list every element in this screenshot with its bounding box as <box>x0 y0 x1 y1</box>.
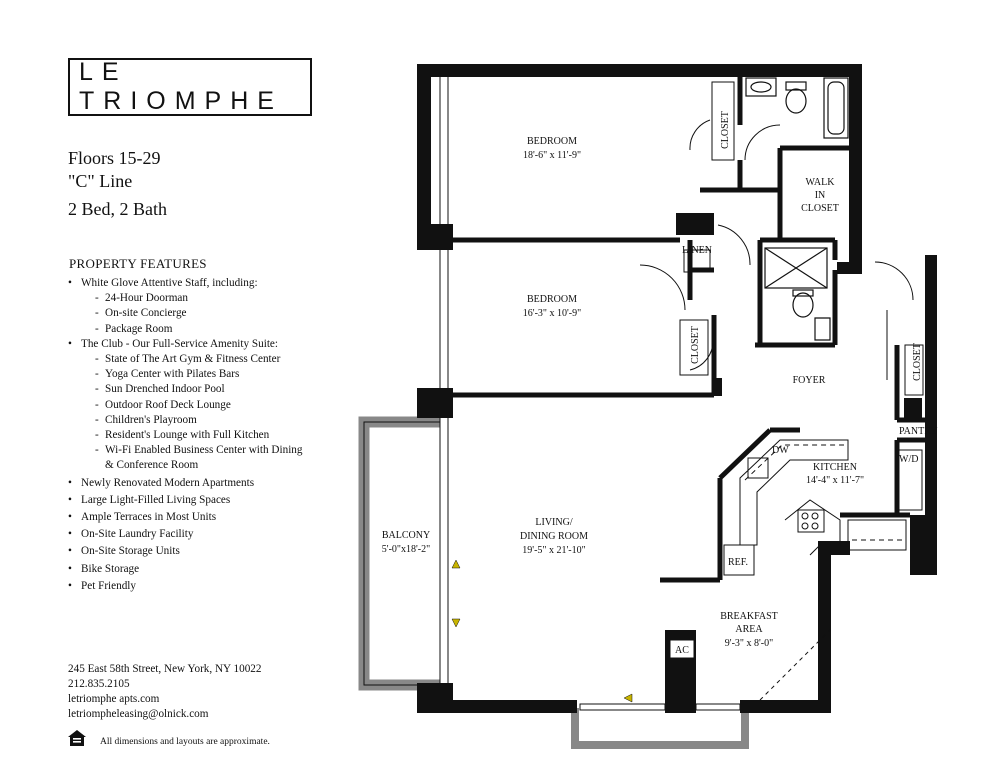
windows-left <box>439 77 449 683</box>
kitchen-counter <box>723 439 923 576</box>
logo: LE TRIOMPHE <box>68 58 312 116</box>
linen-label: LINEN <box>682 245 712 256</box>
feature-item: Large Light-Filled Living Spaces <box>68 493 328 508</box>
breakfast-label: BREAKFAST <box>720 611 778 622</box>
ac-box <box>669 639 695 659</box>
living-label: DINING ROOM <box>520 531 588 542</box>
email-link[interactable]: letriompheleasing@olnick.com <box>68 708 209 720</box>
pillars <box>676 64 922 420</box>
feature-item: On-Site Storage Units <box>68 544 328 559</box>
unit-beds-baths: 2 Bed, 2 Bath <box>68 199 167 219</box>
website-link[interactable]: letriomphe apts.com <box>68 693 160 705</box>
closet-label: CLOSET <box>690 326 701 364</box>
bedroom1-name: BEDROOM <box>527 136 577 147</box>
closet-label: CLOSET <box>720 111 731 149</box>
feature-subitem: State of The Art Gym & Fitness Center <box>68 352 328 367</box>
bedroom1-dims: 18'-6" x 11'-9" <box>523 150 581 161</box>
bay-window <box>571 708 749 749</box>
feature-subitem: Resident's Lounge with Full Kitchen <box>68 428 328 443</box>
unit-floors: Floors 15-29 <box>68 148 161 168</box>
unit-line: "C" Line <box>68 171 133 191</box>
feature-subitem: Package Room <box>68 322 328 337</box>
foyer-label: FOYER <box>793 375 826 386</box>
walk-in-label: IN <box>815 190 826 201</box>
breakfast-label: AREA <box>735 624 763 635</box>
breakfast-dims: 9'-3" x 8'-0" <box>725 638 773 649</box>
window-arrows <box>451 559 633 703</box>
kitchen-dims: 14'-4" x 11'-7" <box>806 475 864 486</box>
feature-subitem: 24-Hour Doorman <box>68 291 328 306</box>
feature-item: Newly Renovated Modern Apartments <box>68 476 328 491</box>
disclaimer: All dimensions and layouts are approxima… <box>100 737 270 747</box>
windows-bottom <box>579 703 741 711</box>
bedroom2-name: BEDROOM <box>527 294 577 305</box>
living-dims: 19'-5" x 21'-10" <box>522 545 585 556</box>
feature-subitem: Children's Playroom <box>68 413 328 428</box>
logo-text: LE TRIOMPHE <box>79 58 283 115</box>
kitchen-name: KITCHEN <box>813 462 857 473</box>
feature-item: On-Site Laundry Facility <box>68 527 328 542</box>
feature-item: Bike Storage <box>68 562 328 577</box>
balcony-name: BALCONY <box>382 530 430 541</box>
feature-item: Pet Friendly <box>68 579 328 594</box>
features-heading: PROPERTY FEATURES <box>69 256 207 271</box>
feature-item: The Club - Our Full-Service Amenity Suit… <box>68 337 328 352</box>
wd-label: W/D <box>899 454 918 465</box>
walk-in-label: WALK <box>806 177 836 188</box>
exterior-walls <box>417 64 937 713</box>
feature-item: Ample Terraces in Most Units <box>68 510 328 525</box>
dw-label: DW <box>772 445 789 456</box>
bedroom2-dims: 16'-3" x 10'-9" <box>523 308 581 319</box>
closet-rods <box>679 81 924 396</box>
phone: 212.835.2105 <box>68 678 130 690</box>
walk-in-label: CLOSET <box>801 203 839 214</box>
ref-label: REF. <box>728 557 748 568</box>
contact-block: 245 East 58th Street, New York, NY 10022… <box>68 662 262 722</box>
balcony <box>358 416 440 691</box>
ac-label: AC <box>675 645 689 656</box>
feature-subitem-continued: & Conference Room <box>105 459 199 472</box>
balcony-dims: 5'-0"x18'-2" <box>382 544 430 555</box>
equal-housing-icon <box>67 728 87 748</box>
feature-subitem: On-site Concierge <box>68 306 328 321</box>
feature-subitem: Sun Drenched Indoor Pool <box>68 382 328 397</box>
feature-item: White Glove Attentive Staff, including: <box>68 276 328 291</box>
doors <box>639 119 914 701</box>
closet-label: CLOSET <box>912 343 923 381</box>
feature-subitem: Wi-Fi Enabled Business Center with Dinin… <box>68 443 328 458</box>
address: 245 East 58th Street, New York, NY 10022 <box>68 663 262 675</box>
feature-subitem: Yoga Center with Pilates Bars <box>68 367 328 382</box>
feature-subitem: Outdoor Roof Deck Lounge <box>68 398 328 413</box>
pantry-label: PANTRY <box>899 426 938 437</box>
features-list: White Glove Attentive Staff, including: … <box>68 276 328 594</box>
living-label: LIVING/ <box>535 517 572 528</box>
bathroom-fixtures <box>745 77 849 341</box>
